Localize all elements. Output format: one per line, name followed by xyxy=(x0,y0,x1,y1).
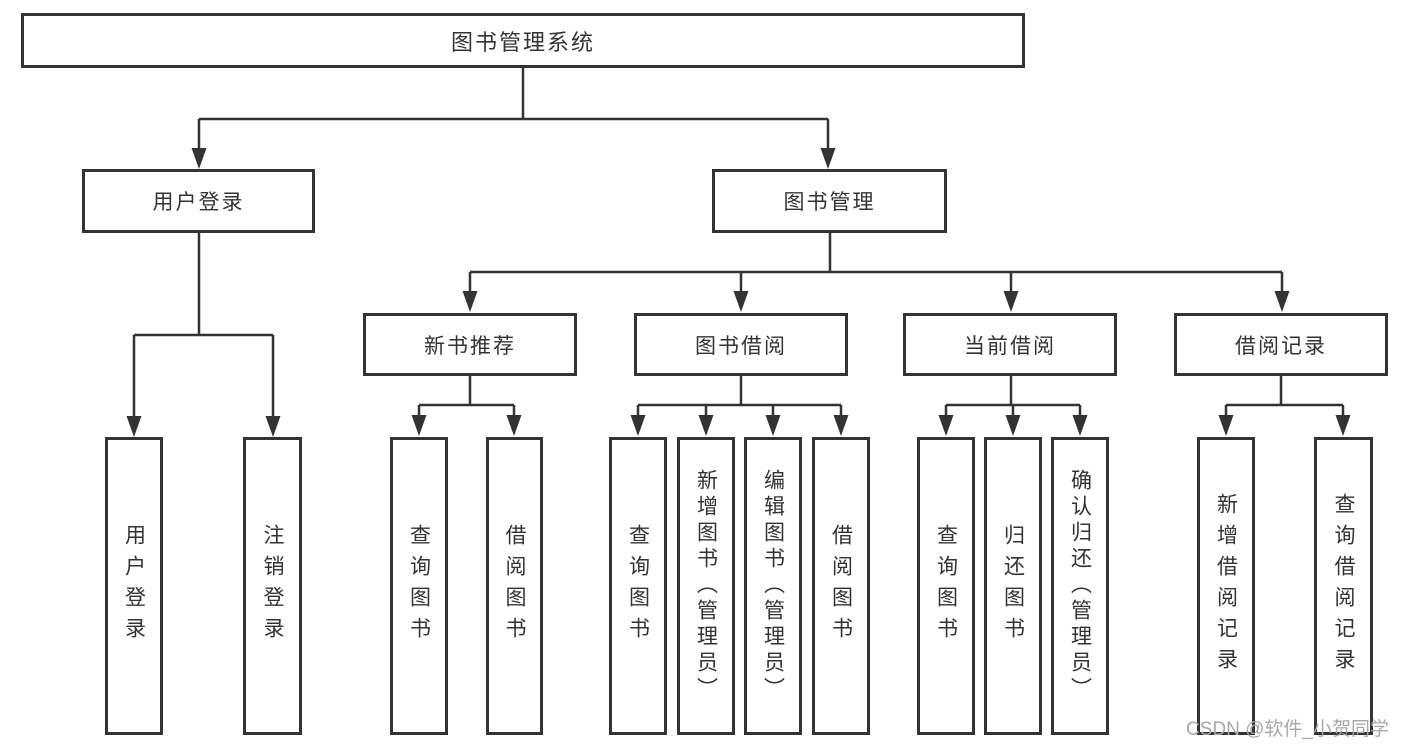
node-user-login: 用户登录 xyxy=(82,169,315,233)
leaf-br-query: 查询借阅记录 xyxy=(1314,437,1373,735)
arrow-icon xyxy=(733,291,749,312)
leaf-bb-add-label: 新增图书（管理员） xyxy=(694,469,718,703)
arrow-icon xyxy=(1335,415,1351,436)
connector-book-mgmt xyxy=(468,233,1284,303)
arrow-icon xyxy=(630,415,646,436)
arrow-icon xyxy=(1072,415,1088,436)
leaf-nb-query-label: 查询图书 xyxy=(407,524,431,648)
arrow-icon xyxy=(462,291,478,312)
leaf-bb-query: 查询图书 xyxy=(609,437,667,735)
connector-book-borrow xyxy=(636,376,843,427)
leaf-user-login-label: 用户登录 xyxy=(122,524,146,648)
arrow-icon xyxy=(698,415,714,436)
node-borrow-records: 借阅记录 xyxy=(1174,313,1388,376)
leaf-bb-borrow: 借阅图书 xyxy=(812,437,870,735)
leaf-br-add-label: 新增借阅记录 xyxy=(1214,493,1238,679)
node-root: 图书管理系统 xyxy=(21,13,1025,68)
leaf-bb-edit: 编辑图书（管理员） xyxy=(744,437,802,735)
connector-user-login xyxy=(132,233,275,428)
connector-root xyxy=(197,66,830,160)
leaf-br-add: 新增借阅记录 xyxy=(1197,437,1255,735)
csdn-watermark: CSDN @软件_小贺同学 xyxy=(1186,719,1389,740)
leaf-nb-query: 查询图书 xyxy=(390,437,448,735)
node-book-mgmt: 图书管理 xyxy=(712,169,947,233)
node-borrow-records-label: 借阅记录 xyxy=(1235,334,1327,358)
leaf-cb-query: 查询图书 xyxy=(917,437,975,735)
leaf-logout-label: 注销登录 xyxy=(261,524,284,648)
node-user-login-label: 用户登录 xyxy=(152,191,245,214)
node-root-label: 图书管理系统 xyxy=(450,29,595,55)
connector-new-books xyxy=(417,376,516,427)
leaf-bb-borrow-label: 借阅图书 xyxy=(829,524,853,648)
node-new-books: 新书推荐 xyxy=(363,313,577,376)
node-current-borrow: 当前借阅 xyxy=(903,313,1117,376)
arrow-icon xyxy=(833,415,849,436)
arrow-icon xyxy=(1218,415,1234,436)
leaf-cb-confirm: 确认归还（管理员） xyxy=(1051,437,1109,735)
leaf-user-login: 用户登录 xyxy=(105,437,163,735)
connector-borrow-records xyxy=(1224,376,1345,427)
arrow-icon xyxy=(938,415,954,436)
node-book-mgmt-label: 图书管理 xyxy=(783,191,876,214)
leaf-bb-query-label: 查询图书 xyxy=(626,524,650,648)
arrow-icon xyxy=(411,415,427,436)
arrow-icon xyxy=(765,415,781,436)
leaf-cb-return: 归还图书 xyxy=(984,437,1042,735)
arrow-icon xyxy=(506,415,522,436)
arrow-icon xyxy=(1274,291,1290,312)
leaf-nb-borrow-label: 借阅图书 xyxy=(503,524,526,648)
arrow-icon xyxy=(1003,291,1019,312)
arrow-icon xyxy=(820,148,836,169)
leaf-nb-borrow: 借阅图书 xyxy=(486,437,543,735)
arrow-icon xyxy=(126,416,142,437)
arrow-icon xyxy=(1005,415,1021,436)
leaf-bb-edit-label: 编辑图书（管理员） xyxy=(761,469,785,703)
arrow-icon xyxy=(191,148,207,169)
arrowheads xyxy=(126,148,1351,437)
node-new-books-label: 新书推荐 xyxy=(424,334,516,358)
leaf-cb-return-label: 归还图书 xyxy=(1001,524,1025,648)
leaf-br-query-label: 查询借阅记录 xyxy=(1332,493,1355,679)
leaf-cb-confirm-label: 确认归还（管理员） xyxy=(1068,469,1092,703)
leaf-cb-query-label: 查询图书 xyxy=(934,524,958,648)
arrow-icon xyxy=(265,416,281,437)
node-book-borrow-label: 图书借阅 xyxy=(695,334,787,358)
node-book-borrow: 图书借阅 xyxy=(634,313,848,376)
leaf-bb-add: 新增图书（管理员） xyxy=(677,437,735,735)
node-current-borrow-label: 当前借阅 xyxy=(964,334,1056,358)
leaf-logout: 注销登录 xyxy=(243,437,302,735)
